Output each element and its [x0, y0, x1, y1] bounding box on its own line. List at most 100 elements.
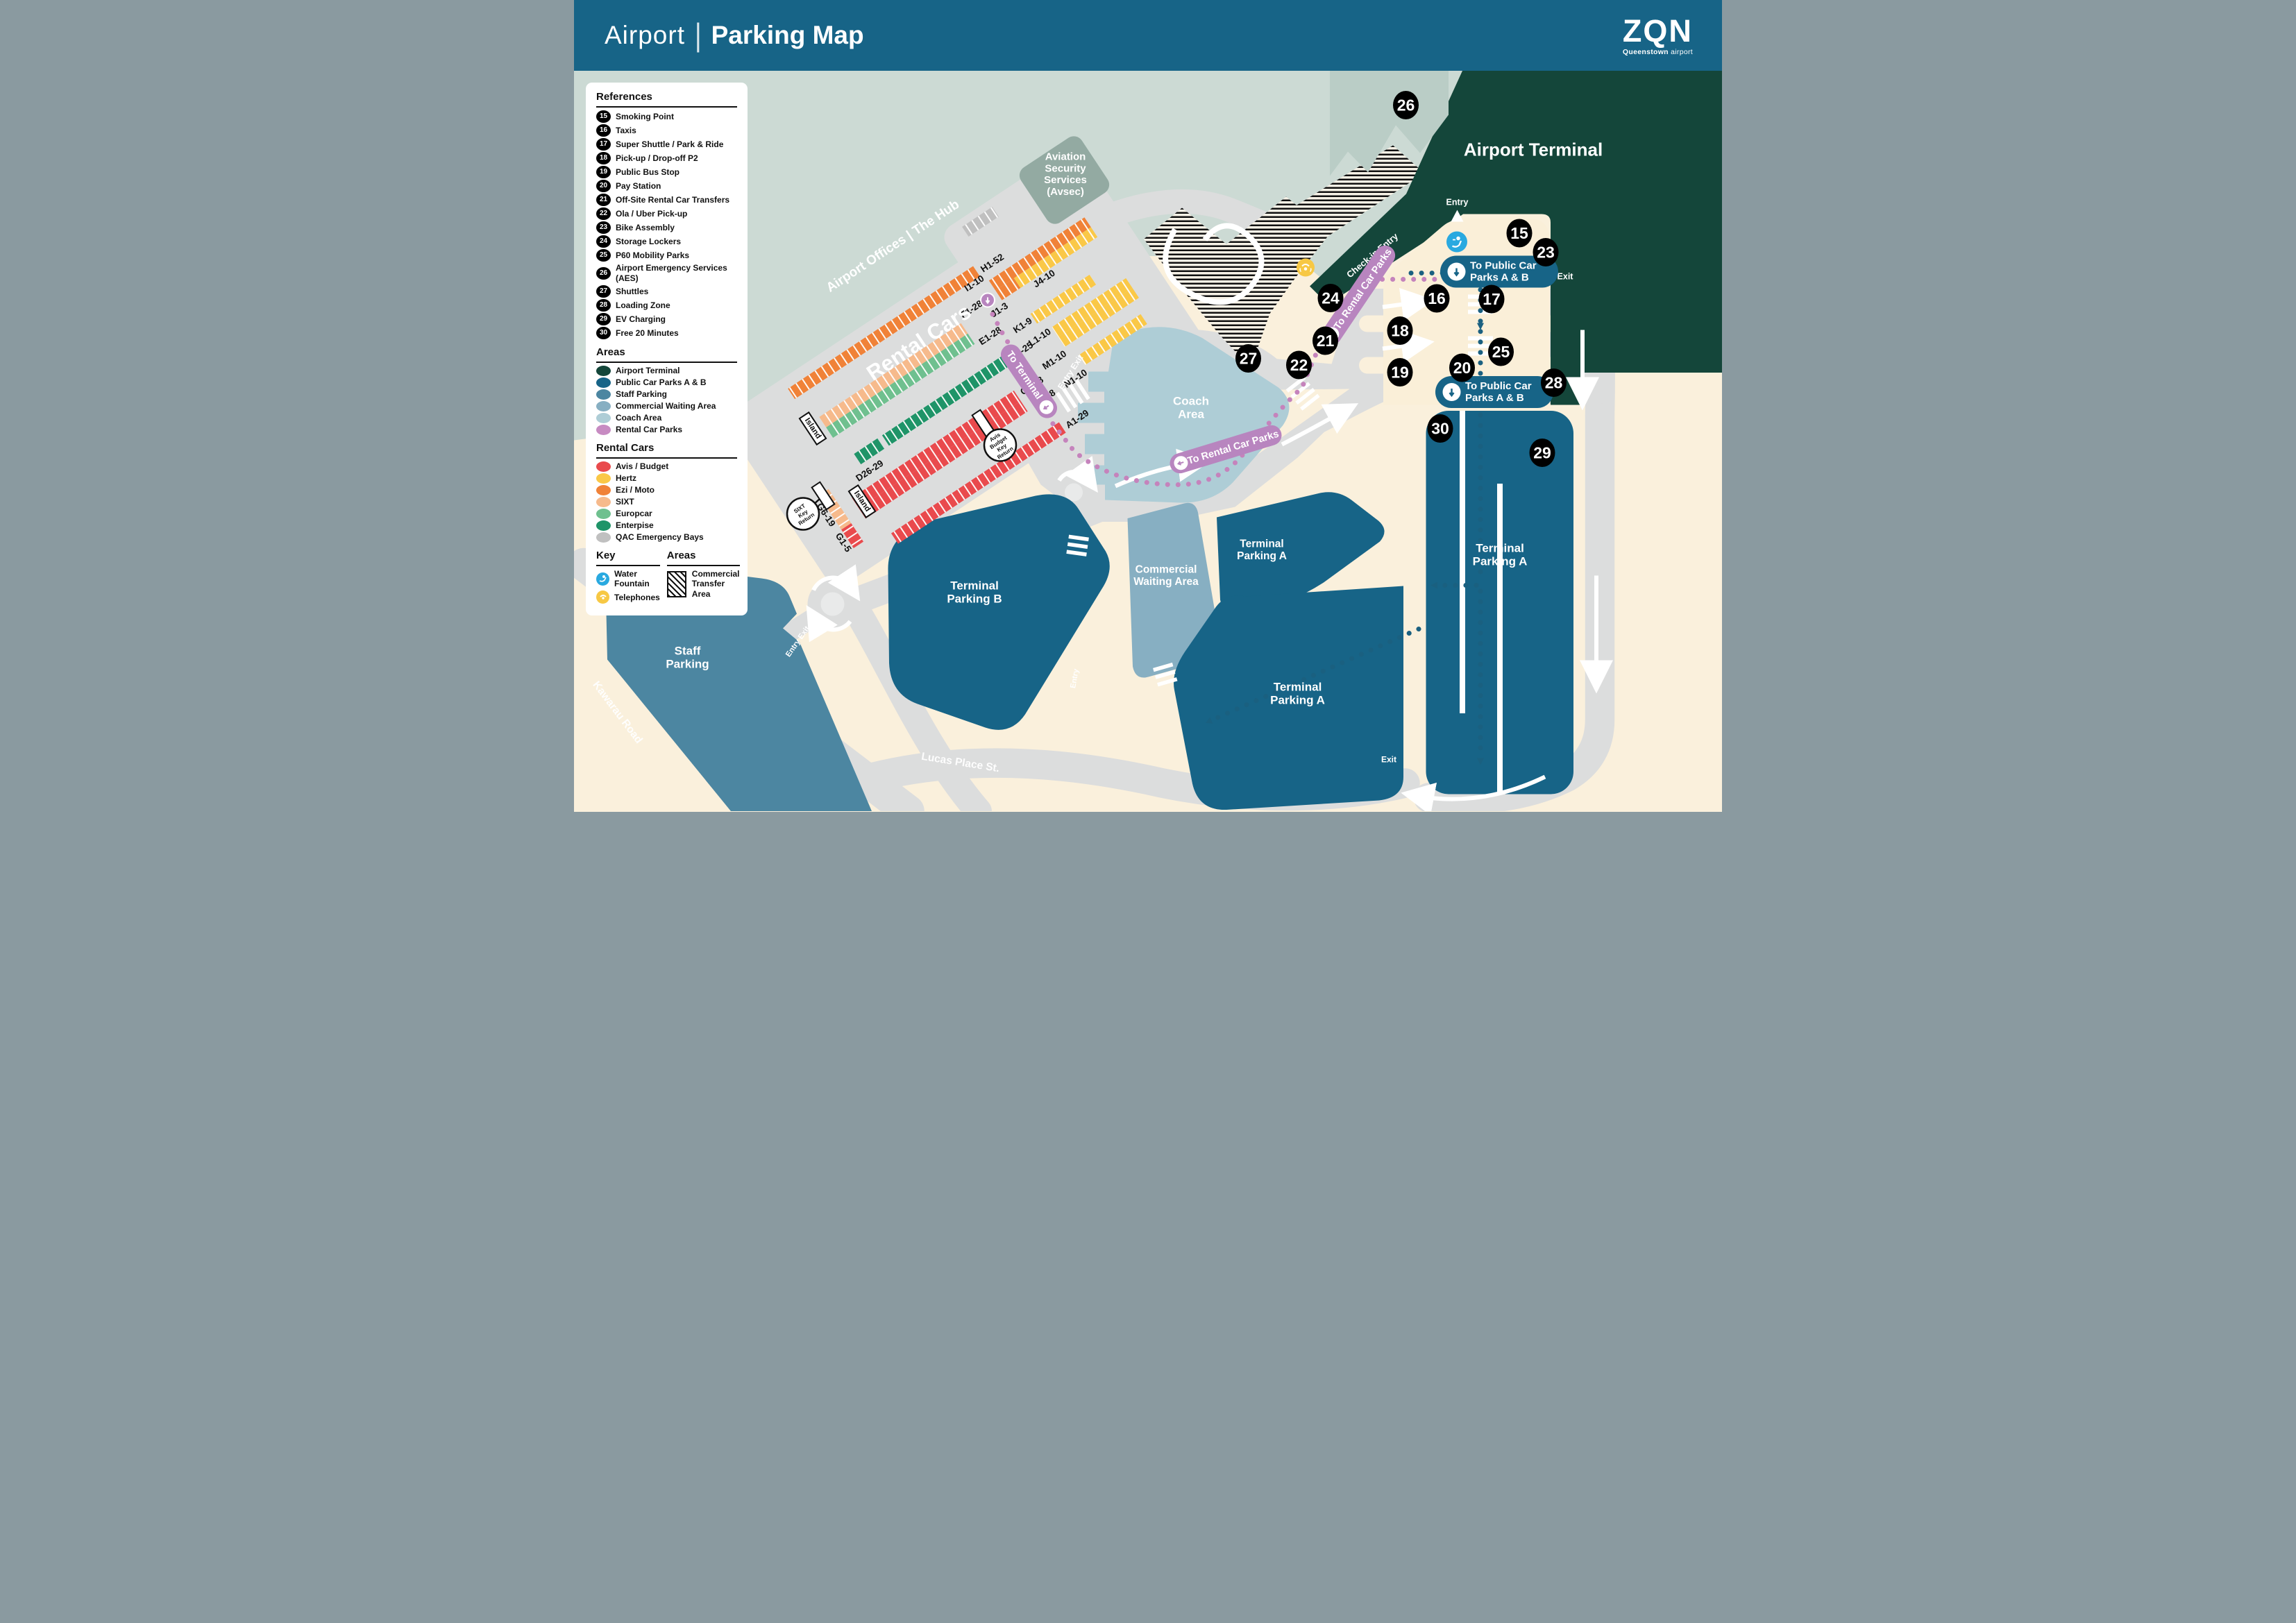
- area-label: Airport Terminal: [616, 366, 680, 375]
- svg-text:19: 19: [1391, 364, 1409, 382]
- avsec-building: [1019, 136, 1110, 224]
- entry-arrow: [1451, 210, 1464, 222]
- legend-key: Key Water Fountain Telephones: [596, 550, 660, 606]
- svg-text:Parking A: Parking A: [1270, 694, 1325, 707]
- svg-text:22: 22: [1290, 356, 1308, 374]
- svg-text:Parking: Parking: [666, 658, 709, 671]
- areas2-title: Areas: [666, 550, 740, 566]
- coach-area: [1078, 327, 1290, 503]
- references-title: References: [596, 91, 737, 108]
- svg-text:Terminal: Terminal: [1476, 542, 1524, 555]
- parking-row-stalls: [854, 438, 885, 465]
- key-title: Key: [596, 550, 660, 566]
- parking-row-stalls: [788, 266, 980, 400]
- entry-exit-label: Entry: [1446, 198, 1469, 207]
- svg-text:Parking A: Parking A: [1473, 555, 1528, 568]
- area-label: Rental Car Parks: [616, 425, 683, 434]
- area-item: Staff Parking: [596, 389, 737, 400]
- svg-text:Terminal: Terminal: [1274, 681, 1322, 694]
- mountain-silhouette: [1330, 71, 1449, 176]
- reference-label: Smoking Point: [616, 111, 674, 121]
- telephones-label: Telephones: [614, 592, 660, 602]
- road-arrows: [806, 287, 1613, 811]
- svg-text:20: 20: [1453, 359, 1471, 377]
- reference-label: Super Shuttle / Park & Ride: [616, 139, 724, 149]
- reference-label: EV Charging: [616, 314, 666, 324]
- entry-exit-label: Entry: [1069, 668, 1081, 689]
- reference-label: Loading Zone: [616, 300, 670, 310]
- area-color-swatch: [596, 401, 611, 411]
- reference-item: 15 Smoking Point: [596, 110, 737, 123]
- title-bold: Parking Map: [711, 21, 864, 49]
- area-item: Airport Terminal: [596, 366, 737, 376]
- commercial-transfer-swatch: [666, 570, 686, 597]
- header-bar: Airport | Parking Map ZQN Queenstown air…: [574, 0, 1722, 71]
- rental-label: Avis / Budget: [616, 461, 669, 471]
- area-color-swatch: [596, 366, 611, 376]
- parking-row-stalls: [1058, 287, 1139, 347]
- svg-text:Services: Services: [1044, 174, 1087, 186]
- svg-text:27: 27: [1240, 350, 1258, 368]
- reference-number-badge: 16: [596, 124, 611, 137]
- reference-item: 27 Shuttles: [596, 285, 737, 298]
- svg-text:Terminal: Terminal: [950, 579, 999, 593]
- rental-label: Ezi / Moto: [616, 485, 655, 495]
- reference-item: 17 Super Shuttle / Park & Ride: [596, 138, 737, 151]
- rental-item: QAC Emergency Bays: [596, 532, 737, 543]
- area-color-swatch: [596, 425, 611, 435]
- rental-item: Hertz: [596, 473, 737, 484]
- marker-19: 19: [1387, 358, 1413, 386]
- reference-label: Pick-up / Drop-off P2: [616, 153, 698, 163]
- reference-item: 23 Bike Assembly: [596, 221, 737, 234]
- reference-number-badge: 15: [596, 110, 611, 123]
- svg-text:17: 17: [1483, 290, 1501, 308]
- reference-number-badge: 17: [596, 138, 611, 151]
- commercial-waiting-area: [1127, 502, 1221, 678]
- parking-row-stalls: [881, 355, 1011, 446]
- svg-text:26: 26: [1397, 96, 1415, 114]
- parking-lane-divider-2: [1497, 484, 1503, 794]
- reference-label: Off-Site Rental Car Transfers: [616, 194, 730, 205]
- legend-rental-cars: Rental Cars Avis / Budget Hertz: [596, 442, 737, 543]
- legend-references: References 15 Smoking Point 16 Taxis 17: [596, 91, 737, 339]
- reference-number-badge: 21: [596, 194, 611, 206]
- teal-path-arrows: [1206, 323, 1484, 765]
- svg-text:Parking B: Parking B: [947, 593, 1002, 606]
- rental-color-swatch: [596, 473, 611, 484]
- svg-text:Security: Security: [1045, 162, 1086, 174]
- rental-color-swatch: [596, 461, 611, 472]
- marker-15: 15: [1506, 219, 1533, 248]
- reference-item: 26 Airport Emergency Services (AES): [596, 263, 737, 284]
- rental-color-swatch: [596, 485, 611, 495]
- area-color-swatch: [596, 389, 611, 400]
- svg-text:Waiting Area: Waiting Area: [1133, 576, 1199, 588]
- reference-item: 16 Taxis: [596, 124, 737, 137]
- reference-label: Taxis: [616, 125, 636, 135]
- reference-item: 22 Ola / Uber Pick-up: [596, 207, 737, 220]
- reference-number-badge: 30: [596, 327, 611, 339]
- reference-item: 18 Pick-up / Drop-off P2: [596, 152, 737, 164]
- area-item: Rental Car Parks: [596, 425, 737, 435]
- area-label: Coach Area: [616, 413, 662, 423]
- svg-text:Airport Terminal: Airport Terminal: [1464, 139, 1603, 160]
- parking-row-stalls: [819, 323, 968, 427]
- roundabout-staff-island: [820, 592, 845, 616]
- reference-item: 28 Loading Zone: [596, 299, 737, 312]
- parking-row-stalls: [988, 217, 1091, 291]
- reference-number-badge: 29: [596, 313, 611, 325]
- commercial-transfer-label: Commercial Transfer Area: [691, 569, 740, 599]
- rental-list: Avis / Budget Hertz Ezi / Moto S: [596, 461, 737, 543]
- parking-row-stalls: [826, 333, 975, 439]
- svg-text:30: 30: [1431, 420, 1449, 438]
- marker-29: 29: [1529, 439, 1555, 467]
- marker-20: 20: [1449, 353, 1475, 382]
- marker-23: 23: [1533, 238, 1559, 266]
- parking-row-stalls: [1030, 274, 1097, 324]
- svg-text:To Public Car: To Public Car: [1465, 380, 1532, 392]
- airport-terminal-area: [1310, 71, 1722, 405]
